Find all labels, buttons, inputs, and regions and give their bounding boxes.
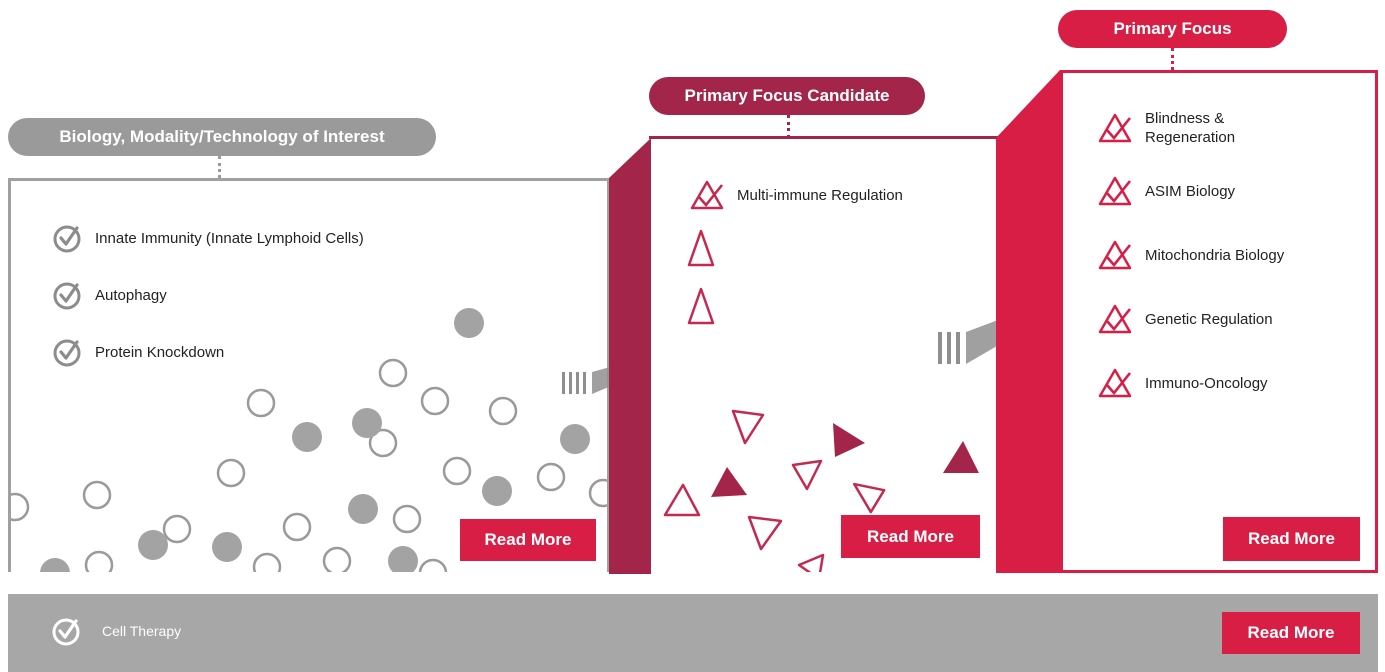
right-panel: Blindness & Regeneration ASIM Biology Mi… <box>1060 70 1378 573</box>
list-item: Innate Immunity (Innate Lymphoid Cells) <box>53 223 364 253</box>
middle-connector <box>787 115 790 138</box>
triangle-icon <box>687 229 715 267</box>
crossed-triangle-icon <box>1097 175 1133 207</box>
item-label: Autophagy <box>95 286 167 304</box>
circle-outline <box>392 504 422 534</box>
circle-outline <box>162 514 192 544</box>
circle-filled <box>40 558 70 572</box>
circle-outline <box>588 478 607 508</box>
left-connector <box>218 156 221 178</box>
triangle-filled-icon <box>943 441 979 473</box>
left-panel: Innate Immunity (Innate Lymphoid Cells) … <box>8 178 610 572</box>
bottom-read-more-button[interactable]: Read More <box>1222 612 1360 654</box>
circle-filled <box>560 424 590 454</box>
middle-read-more-button[interactable]: Read More <box>841 515 980 558</box>
left-panel-circles <box>11 308 607 572</box>
circle-outline <box>11 492 30 522</box>
circle-filled <box>348 494 378 524</box>
check-circle-icon <box>53 337 83 367</box>
triangle-icon <box>687 287 715 325</box>
circle-outline <box>442 456 472 486</box>
list-item: Autophagy <box>53 280 167 310</box>
circle-filled <box>352 408 382 438</box>
crossed-triangle-icon <box>689 179 725 211</box>
right-panel-title: Primary Focus <box>1058 10 1287 48</box>
right-connector <box>1171 48 1174 70</box>
check-circle-icon <box>52 616 82 646</box>
item-label: Mitochondria Biology <box>1145 246 1285 264</box>
circle-outline <box>536 462 566 492</box>
circle-outline <box>488 396 518 426</box>
circle-outline <box>418 558 448 572</box>
triangle-filled-icon <box>711 467 747 497</box>
crossed-triangle-icon <box>1097 112 1133 144</box>
triangle-icon <box>731 409 765 445</box>
circle-outline <box>378 358 408 388</box>
list-item: Cell Therapy <box>52 616 181 646</box>
circle-filled <box>292 422 322 452</box>
item-label: Blindness & Regeneration <box>1145 110 1236 146</box>
right-panel-side <box>996 70 1060 573</box>
circle-outline <box>368 428 398 458</box>
circle-outline <box>216 458 246 488</box>
left-panel-title: Biology, Modality/Technology of Interest <box>8 118 436 156</box>
triangle-icon <box>853 482 886 514</box>
middle-panel-triangles <box>663 229 979 572</box>
circle-outline <box>252 552 282 572</box>
triangle-filled-icon <box>833 423 865 457</box>
list-item: ASIM Biology <box>1097 175 1235 207</box>
circle-filled <box>482 476 512 506</box>
right-read-more-button[interactable]: Read More <box>1223 517 1360 561</box>
item-label: Genetic Regulation <box>1145 310 1273 328</box>
list-item: Genetic Regulation <box>1097 303 1273 335</box>
circle-filled <box>212 532 242 562</box>
middle-panel-side <box>609 138 651 574</box>
crossed-triangle-icon <box>1097 303 1133 335</box>
item-label: Innate Immunity (Innate Lymphoid Cells) <box>95 229 364 247</box>
check-circle-icon <box>53 280 83 310</box>
circle-outline <box>82 480 112 510</box>
list-item: Blindness & Regeneration <box>1097 109 1285 147</box>
circle-filled <box>388 546 418 572</box>
triangle-icon <box>747 515 783 551</box>
middle-panel-title: Primary Focus Candidate <box>649 77 925 115</box>
item-label: ASIM Biology <box>1145 182 1236 200</box>
circle-outline <box>322 546 352 572</box>
item-label: Protein Knockdown <box>95 343 225 361</box>
left-read-more-button[interactable]: Read More <box>460 519 596 561</box>
circle-outline <box>84 550 114 572</box>
circle-outline <box>246 388 276 418</box>
crossed-triangle-icon <box>1097 367 1133 399</box>
circle-filled <box>454 308 484 338</box>
triangle-icon <box>663 483 701 517</box>
item-label: Cell Therapy <box>102 622 182 639</box>
cell-therapy-bar: Cell Therapy Read More <box>8 594 1378 672</box>
triangle-icon <box>791 459 823 491</box>
item-label: Multi-immune Regulation <box>737 186 903 204</box>
circle-filled <box>138 530 168 560</box>
crossed-triangle-icon <box>1097 239 1133 271</box>
middle-panel-top-edge <box>649 136 998 139</box>
list-item: Multi-immune Regulation <box>689 179 903 211</box>
list-item: Mitochondria Biology <box>1097 239 1284 271</box>
list-item: Protein Knockdown <box>53 337 224 367</box>
list-item: Immuno-Oncology <box>1097 367 1268 399</box>
check-circle-icon <box>53 223 83 253</box>
circle-outline <box>282 512 312 542</box>
triangle-icon <box>797 553 825 572</box>
item-label: Immuno-Oncology <box>1145 374 1268 392</box>
circle-outline <box>420 386 450 416</box>
